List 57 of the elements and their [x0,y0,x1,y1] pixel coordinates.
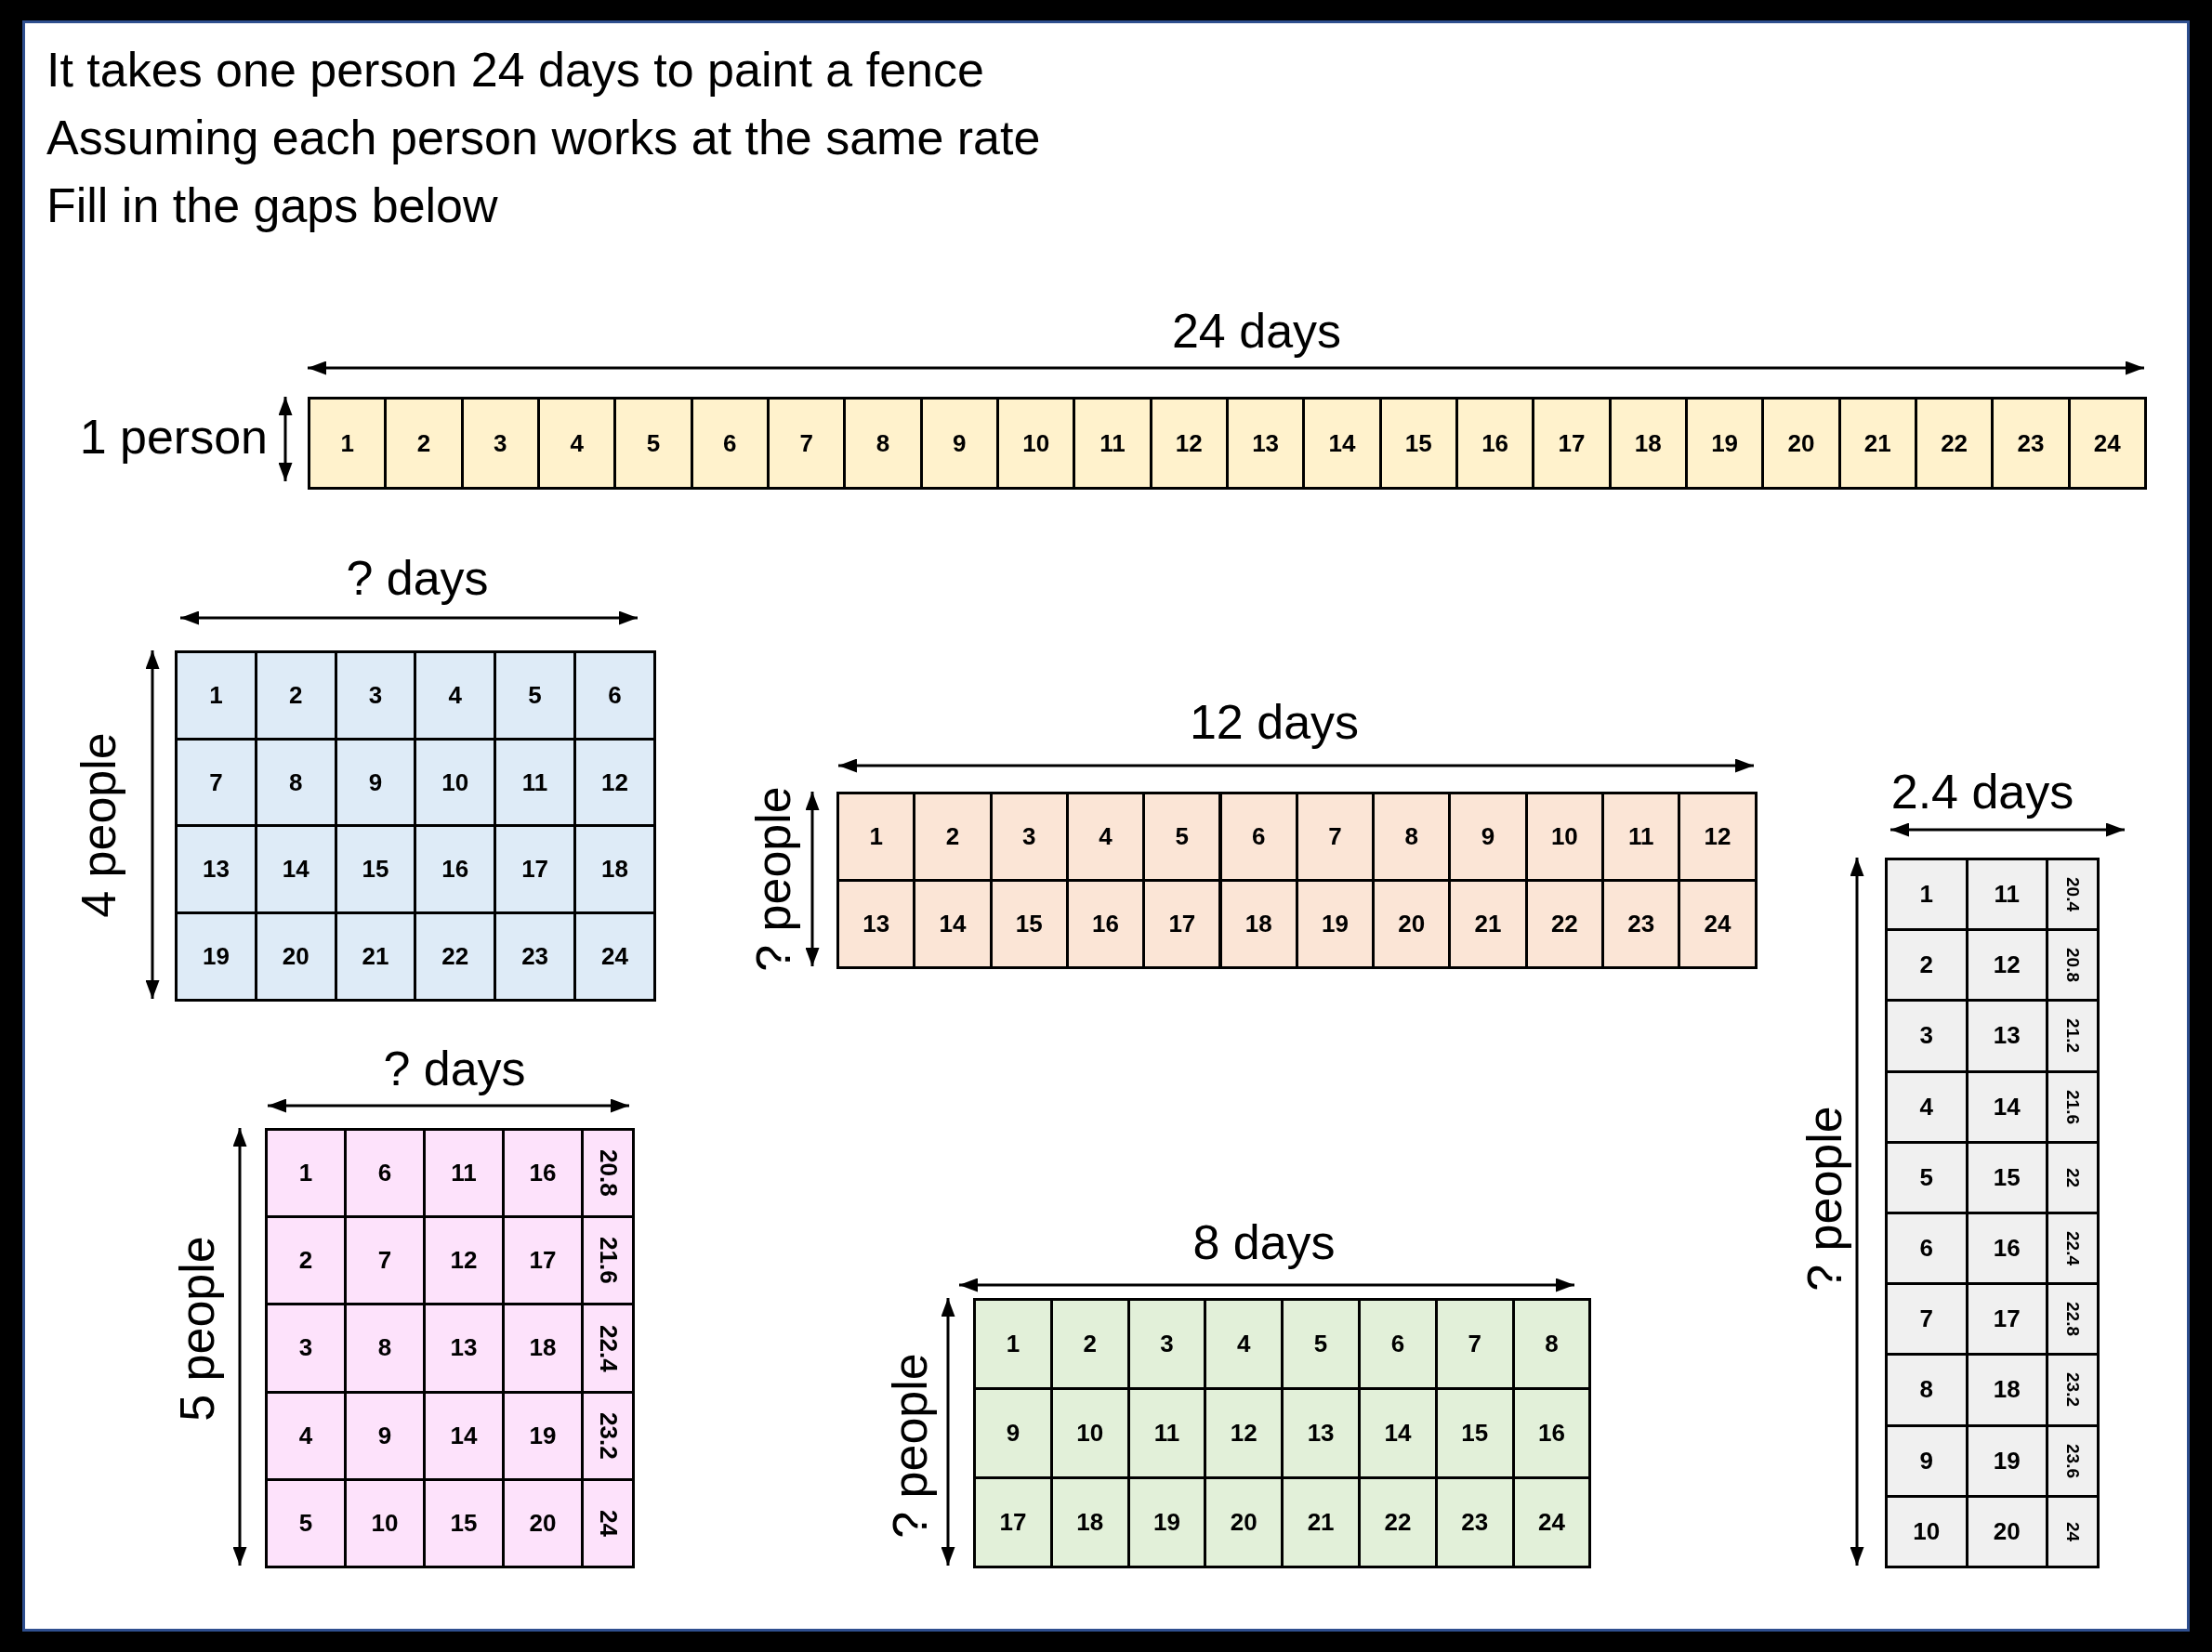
grid-cell: 14 [1358,1387,1438,1479]
grid-cell: 1 [175,650,257,741]
dimension-label: 2.4 days [1890,766,2074,818]
grid-cell: 5 [1142,792,1222,882]
grid-cell: 14 [1302,397,1382,490]
grid-cell: 13 [1281,1387,1361,1479]
grid-cell: 18 [1218,879,1298,969]
grid-cell: 5 [1281,1298,1361,1390]
dimension-label: 12 days [1189,696,1360,748]
grid-cell: 22.4 [581,1303,635,1394]
grid-cell: 20 [1761,397,1841,490]
grid-cell: 14 [913,879,993,969]
dimension-label: 24 days [1171,305,1342,357]
grid-cell: 6 [1358,1298,1438,1390]
grid-cell: 6 [573,650,656,741]
grid-cell: 9 [973,1387,1053,1479]
instruction-text: Assuming each person works at the same rate [46,111,1041,165]
grid-cell: 11 [1073,397,1152,490]
grid-cell: 17 [973,1476,1053,1568]
grid-cell: 12 [1678,792,1758,882]
grid-cell: 5 [494,650,576,741]
grid-cell: 2 [913,792,993,882]
grid-cell: 2 [384,397,464,490]
grid-cell: 23.2 [2046,1353,2100,1427]
grid-cell: 13 [423,1303,505,1394]
grid-cell: 24 [1678,879,1758,969]
grid-cell: 21 [1448,879,1528,969]
dimension-label: 5 people [171,1236,223,1422]
grid-cell: 23 [1991,397,2071,490]
instruction-text: Fill in the gaps below [46,179,498,233]
grid-cell: 5 [613,397,693,490]
dimension-label: 8 days [1192,1216,1336,1268]
grid-cell: 22 [1358,1476,1438,1568]
grid-cell: 8 [1885,1353,1968,1427]
dimension-label: ? people [884,1353,936,1539]
dimension-label: ? people [747,786,799,972]
grid-cell: 8 [344,1303,426,1394]
grid-cell: 21 [1281,1476,1361,1568]
grid-cell: 9 [1448,792,1528,882]
grid-cell: 17 [1142,879,1222,969]
instruction-text: It takes one person 24 days to paint a fence [46,44,984,98]
dimension-label: ? days [383,1042,526,1095]
dimension-label: 1 person [79,411,268,463]
dimension-label: 4 people [72,732,125,918]
grid-cell: 3 [1885,999,1968,1073]
grid-cell: 24 [573,911,656,1002]
grid-cell: 17 [1532,397,1612,490]
dimension-label: ? days [346,552,489,604]
grid-cell: 21.2 [2046,999,2100,1073]
grid-cell: 23 [494,911,576,1002]
grid-cell: 19 [175,911,257,1002]
grid-cell: 6 [1218,792,1298,882]
dimension-label: ? people [1798,1106,1850,1291]
grid-cell: 3 [265,1303,347,1394]
grid-cell: 8 [843,397,923,490]
grid-cell: 18 [502,1303,584,1394]
grid-cell: 1 [973,1298,1053,1390]
